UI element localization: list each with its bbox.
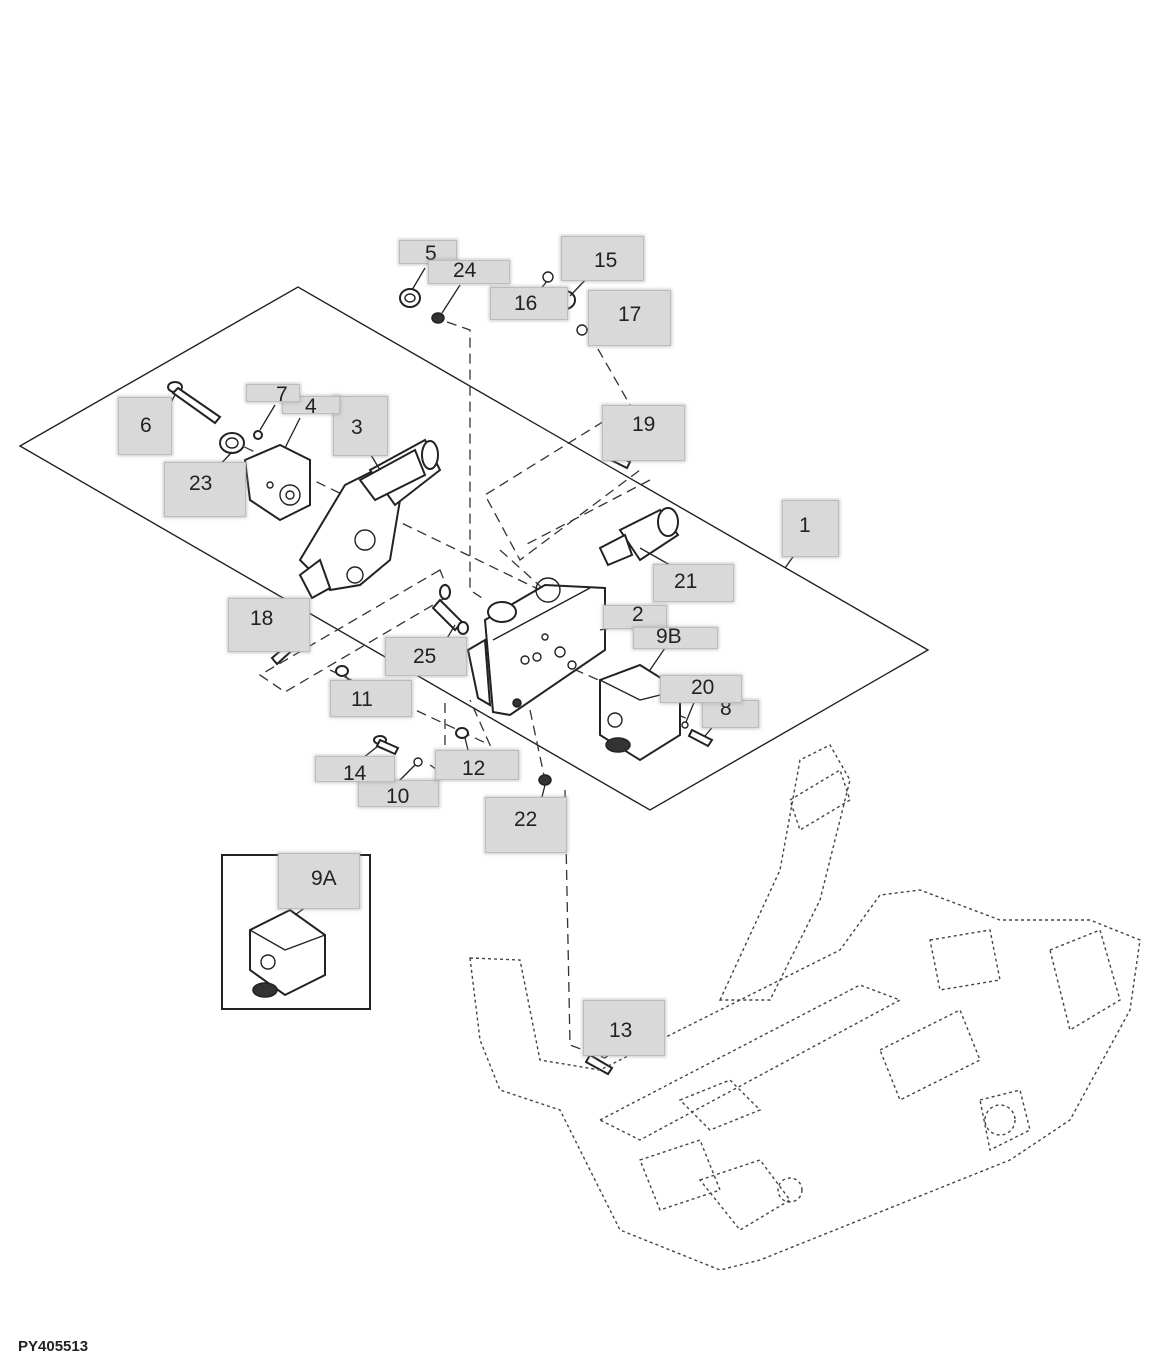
callout-18-label: 18: [250, 607, 274, 630]
callout-23-box: [164, 462, 246, 517]
callout-7-box: [246, 384, 300, 402]
callout-16-box: [490, 287, 568, 320]
callout-20-box: [660, 675, 742, 703]
callout-1-label: 1: [799, 514, 811, 537]
callout-17-label: 17: [618, 303, 642, 326]
callout-24-box: [428, 260, 510, 284]
bolt-6: [167, 381, 222, 425]
callout-24-label: 24: [453, 259, 477, 282]
callout-25-label: 25: [413, 645, 437, 668]
callout-11-box: [330, 680, 412, 717]
assembly-boundary: [18, 286, 930, 811]
callout-22-box: [485, 797, 567, 853]
callout-19-box: [602, 405, 685, 461]
callout-6-label: 6: [140, 414, 152, 437]
callout-9B-box: [633, 627, 718, 649]
callout-13-box: [583, 1000, 665, 1056]
washer-7: [253, 430, 263, 440]
figure-id: PY405513: [18, 1338, 89, 1355]
callout-3-label: 3: [351, 416, 363, 439]
pressure-sensor: [598, 507, 680, 567]
callout-15-label: 15: [594, 249, 618, 272]
callout-14-label: 14: [343, 762, 367, 785]
callout-1-box: [782, 500, 839, 557]
callout-17-box: [588, 290, 671, 346]
callout-25-box: [385, 637, 467, 676]
callout-10-label: 10: [386, 785, 410, 808]
callout-15-box: [561, 236, 644, 281]
callout-3-box: [333, 396, 388, 456]
callout-9A-label: 9A: [311, 867, 337, 890]
valve-body: [466, 577, 606, 717]
callout-2-label: 2: [632, 603, 644, 626]
callout-9B-label: 9B: [656, 625, 682, 648]
callout-12-box: [435, 750, 519, 780]
callout-11-label: 11: [351, 688, 373, 711]
plug-23: [219, 432, 245, 454]
solenoid-valve: [298, 438, 442, 600]
callout-22-label: 22: [514, 808, 538, 831]
tractor-frame-phantom: [469, 744, 1141, 1271]
callout-23-label: 23: [189, 472, 213, 495]
callout-13-label: 13: [609, 1019, 633, 1042]
callout-7-label: 7: [276, 383, 288, 406]
callout-16-label: 16: [514, 292, 538, 315]
fitting-25: [431, 584, 469, 635]
callout-18-box: [228, 598, 310, 652]
callout-21-box: [653, 564, 734, 602]
callout-12-label: 12: [462, 757, 486, 780]
callout-4-label: 4: [305, 395, 317, 418]
callout-6-box: [118, 397, 172, 455]
callout-14-box: [315, 756, 395, 782]
callout-10-box: [358, 780, 439, 807]
callout-19-label: 19: [632, 413, 656, 436]
end-cover: [243, 443, 311, 522]
callout-5-label: 5: [425, 242, 437, 265]
callout-20-label: 20: [691, 676, 715, 699]
callout-8-label: 8: [720, 697, 732, 720]
callout-2-box: [603, 605, 667, 629]
callout-21-label: 21: [674, 570, 698, 593]
callout-9A-box: [278, 853, 360, 909]
